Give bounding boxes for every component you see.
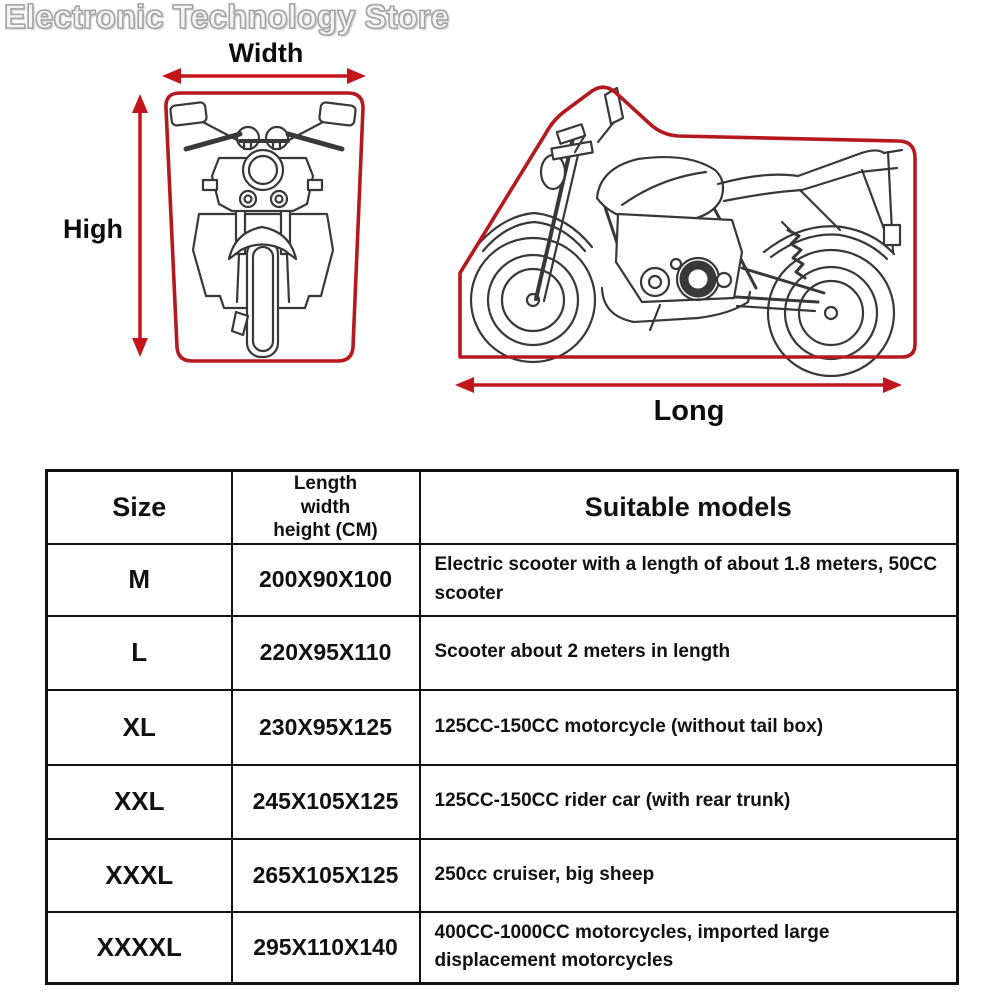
side-cover-outline [458, 85, 917, 359]
table-row: XXXXL 295X110X140 400CC-1000CC motorcycl… [45, 910, 959, 984]
store-logo: Electronic Technology Store [3, 0, 449, 36]
dimensions-cell: 200X90X100 [230, 542, 421, 617]
motorcycle-front-view [169, 101, 357, 359]
size-table: Size Length width height (CM) Suitable m… [45, 469, 959, 985]
dimensions-cell: 220X95X110 [230, 614, 421, 691]
width-label: Width [229, 38, 304, 68]
size-cell: XXXXL [45, 910, 233, 984]
header-dimensions: Length width height (CM) [230, 469, 421, 545]
table-row: M 200X90X100 Electric scooter with a len… [45, 542, 959, 617]
size-diagram: Width High [63, 38, 917, 427]
table-row: XXL 245X105X125 125CC-150CC rider car (w… [45, 763, 959, 840]
models-cell: 125CC-150CC rider car (with rear trunk) [418, 763, 959, 840]
models-cell: 125CC-150CC motorcycle (without tail box… [418, 688, 959, 766]
motorcycle-side-view [469, 86, 904, 378]
dimensions-cell: 265X105X125 [230, 837, 421, 913]
size-cell: XXXL [45, 837, 233, 913]
front-cover-outline [164, 91, 365, 363]
table-row: XL 230X95X125 125CC-150CC motorcycle (wi… [45, 688, 959, 766]
left-mirror-icon [169, 101, 208, 127]
right-mirror-icon [318, 101, 357, 127]
long-arrow [455, 377, 902, 393]
size-cell: L [45, 614, 233, 691]
width-arrow [162, 68, 366, 84]
models-cell: Scooter about 2 meters in length [418, 614, 959, 691]
models-cell: 250cc cruiser, big sheep [418, 837, 959, 913]
header-models: Suitable models [418, 469, 959, 545]
size-cell: M [45, 542, 233, 617]
high-label: High [63, 214, 123, 244]
table-row: L 220X95X110 Scooter about 2 meters in l… [45, 614, 959, 691]
size-cell: XXL [45, 763, 233, 840]
dimensions-cell: 230X95X125 [230, 688, 421, 766]
long-label: Long [654, 395, 725, 427]
dimensions-cell: 295X110X140 [230, 910, 421, 984]
models-cell: Electric scooter with a length of about … [418, 542, 959, 617]
table-row: XXXL 265X105X125 250cc cruiser, big shee… [45, 837, 959, 913]
table-header-row: Size Length width height (CM) Suitable m… [45, 469, 959, 545]
size-cell: XL [45, 688, 233, 766]
dimensions-cell: 245X105X125 [230, 763, 421, 840]
models-cell: 400CC-1000CC motorcycles, imported large… [418, 910, 959, 984]
high-arrow [132, 94, 148, 357]
header-size: Size [45, 469, 233, 545]
